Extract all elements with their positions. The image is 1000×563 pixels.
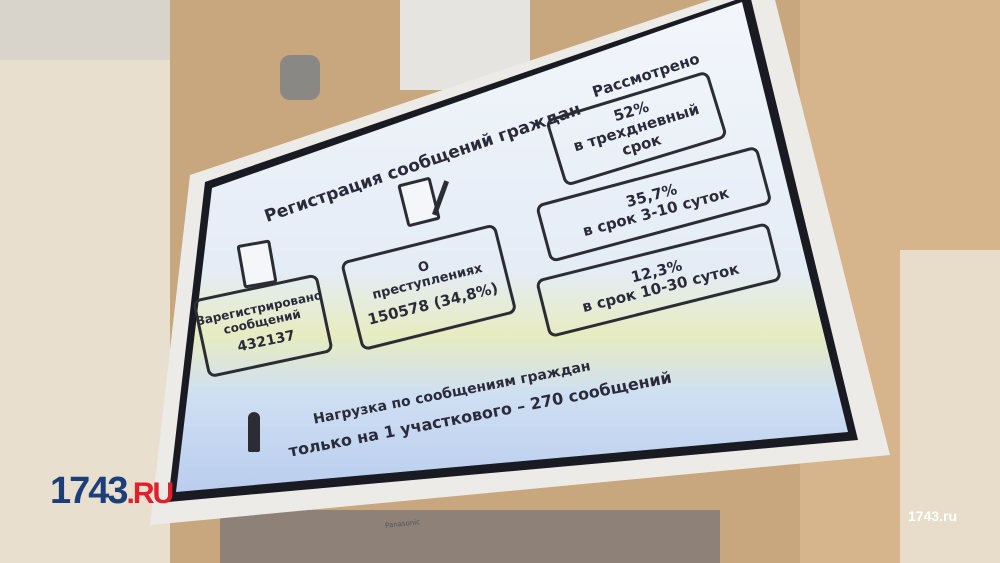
camera [280,55,320,100]
tv-screen [176,2,848,492]
officer-icon [248,412,260,452]
watermark: 1743.ru [908,508,958,524]
document-icon [236,239,278,289]
logo-suffix: .RU [126,477,175,510]
site-logo: 1743.RU [50,470,175,513]
logo-main: 1743 [50,470,129,512]
